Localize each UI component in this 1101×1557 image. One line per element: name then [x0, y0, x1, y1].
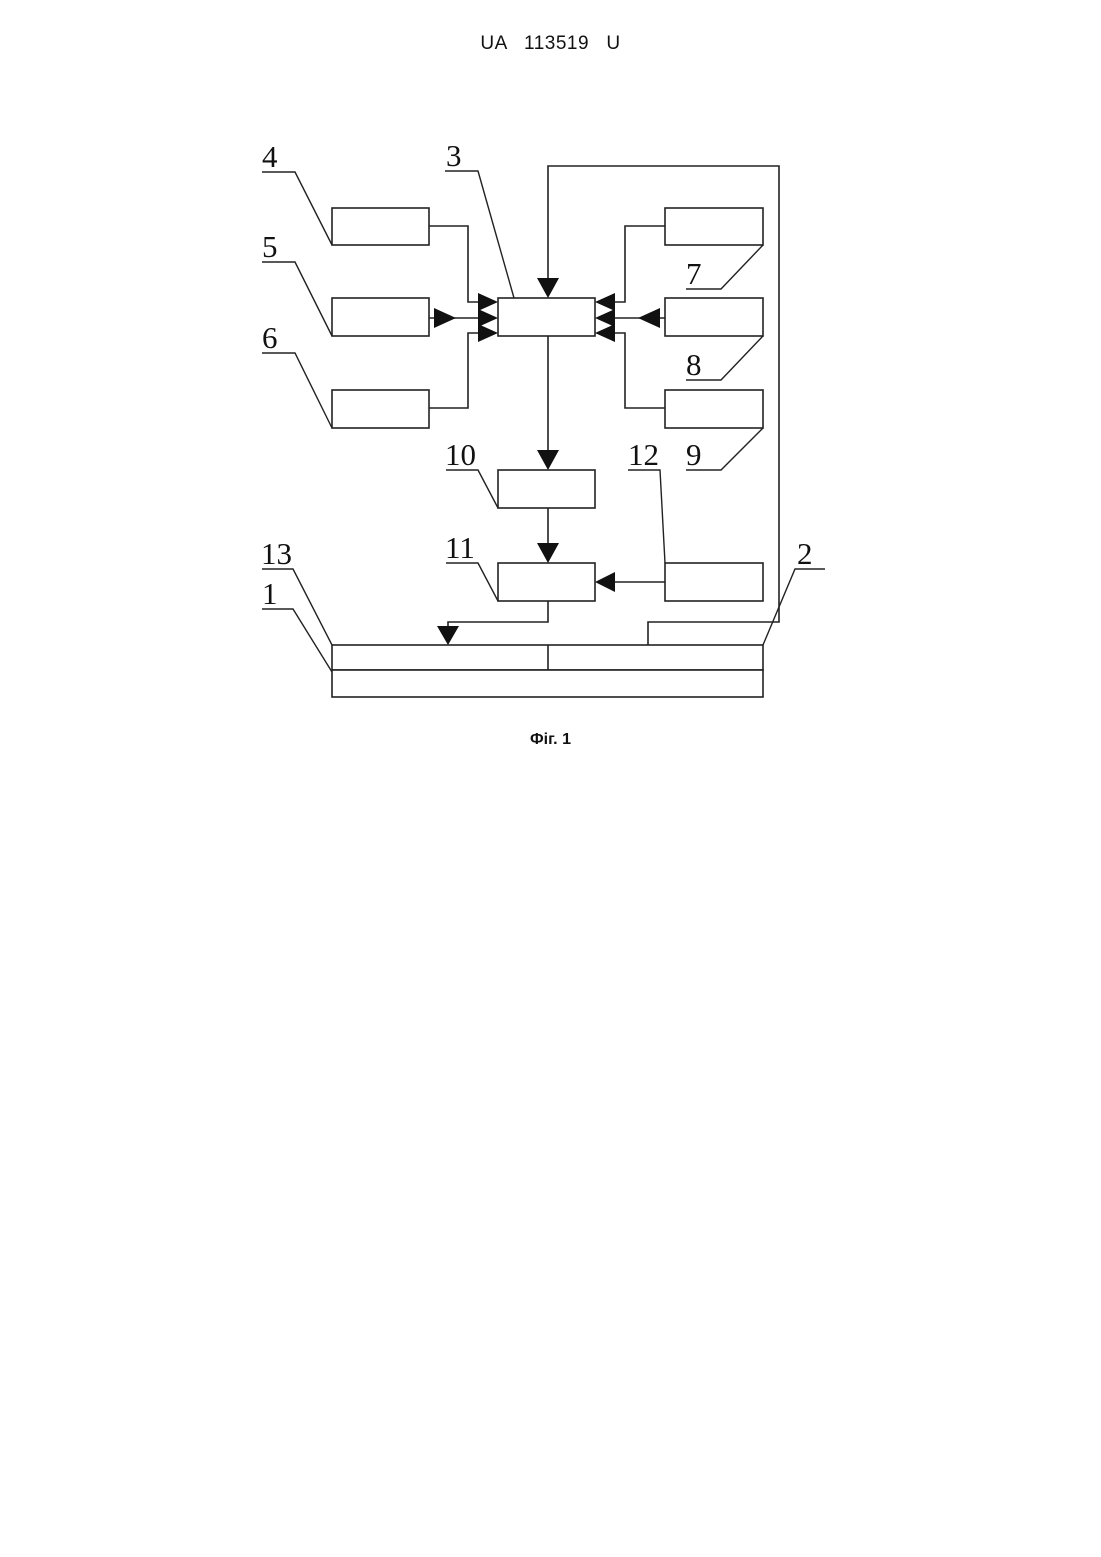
label-4: 4: [262, 139, 278, 174]
leader-6: [262, 353, 332, 428]
block-1: [332, 670, 763, 697]
label-1: 1: [262, 576, 278, 611]
label-13: 13: [261, 536, 292, 571]
arrowhead-8-3: [595, 309, 615, 327]
block-12: [665, 563, 763, 601]
leader-3: [445, 171, 514, 298]
arrowhead-4-3: [478, 293, 498, 311]
label-9: 9: [686, 437, 702, 472]
label-8: 8: [686, 347, 702, 382]
block-11: [498, 563, 595, 601]
label-2: 2: [797, 536, 813, 571]
arrowhead-7-3: [595, 293, 615, 311]
arrowhead-8-out: [638, 308, 660, 328]
wire-7-to-3: [608, 226, 665, 302]
label-5: 5: [262, 229, 278, 264]
block-5: [332, 298, 429, 336]
arrowhead-12-11: [595, 572, 615, 592]
label-6: 6: [262, 320, 278, 355]
label-3: 3: [446, 138, 462, 173]
wire-4-to-3: [429, 226, 485, 302]
wire-11-to-13: [448, 601, 548, 630]
leader-11: [446, 563, 498, 601]
arrowhead-6-3: [478, 324, 498, 342]
label-11: 11: [445, 530, 475, 565]
arrowhead-9-3: [595, 324, 615, 342]
block-10: [498, 470, 595, 508]
arrowhead-5-out: [434, 308, 456, 328]
arrowhead-3-10: [537, 450, 559, 470]
block-9: [665, 390, 763, 428]
arrowhead-10-11: [537, 543, 559, 563]
block-3: [498, 298, 595, 336]
block-diagram: 4 5 6 3 7 8 9 10 11 12 13 1 2: [0, 0, 1101, 780]
arrowhead-5-3: [478, 309, 498, 327]
leader-12: [628, 470, 665, 563]
block-4: [332, 208, 429, 245]
block-8: [665, 298, 763, 336]
block-7: [665, 208, 763, 245]
leader-1: [262, 609, 332, 672]
wire-9-to-3: [608, 333, 665, 408]
label-12: 12: [628, 437, 659, 472]
block-6: [332, 390, 429, 428]
label-7: 7: [686, 256, 702, 291]
arrowhead-11-13: [437, 626, 459, 645]
label-10: 10: [445, 437, 476, 472]
arrowhead-feedback-3: [537, 278, 559, 298]
leader-10: [446, 470, 498, 508]
leader-2: [763, 569, 825, 645]
wire-6-to-3: [429, 333, 485, 408]
figure-caption: Фіг. 1: [0, 731, 1101, 749]
